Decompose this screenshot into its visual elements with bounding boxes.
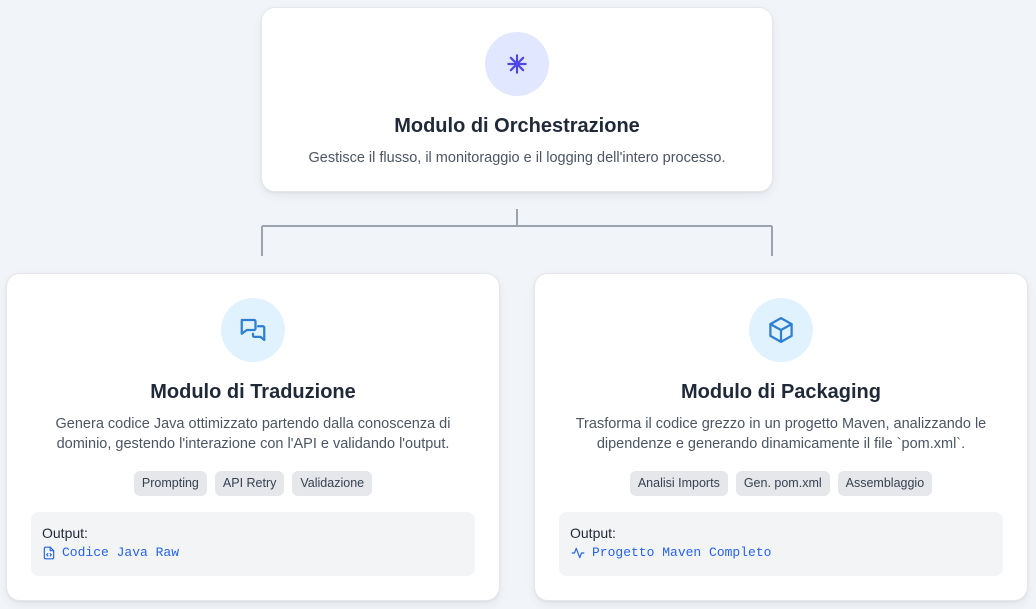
tag-analisi-imports: Analisi Imports — [629, 471, 728, 496]
translation-module-card: Modulo di Traduzione Genera codice Java … — [6, 273, 500, 601]
translation-tags: Prompting API Retry Validazione — [7, 471, 499, 496]
output-value-text: Codice Java Raw — [62, 545, 180, 560]
tag-api-retry: API Retry — [214, 471, 285, 496]
output-value-text: Progetto Maven Completo — [592, 545, 772, 560]
orchestration-asterisk-icon — [485, 32, 549, 96]
output-label: Output: — [42, 525, 88, 541]
file-code-icon — [43, 546, 55, 560]
orchestration-description: Gestisce il flusso, il monitoraggio e il… — [308, 150, 726, 166]
package-box-icon — [749, 298, 813, 362]
orchestration-title: Modulo di Orchestrazione — [394, 115, 640, 137]
packaging-tags: Analisi Imports Gen. pom.xml Assemblaggi… — [535, 471, 1027, 496]
packaging-description: Trasforma il codice grezzo in un progett… — [575, 416, 987, 452]
output-label: Output: — [570, 525, 616, 541]
orchestration-module-card: Modulo di Orchestrazione Gestisce il flu… — [261, 7, 773, 192]
translation-title: Modulo di Traduzione — [150, 381, 356, 403]
tag-prompting: Prompting — [133, 471, 207, 496]
tag-assemblaggio: Assemblaggio — [837, 471, 933, 496]
tag-validazione: Validazione — [292, 471, 373, 496]
packaging-output-box: Output: Progetto Maven Completo — [559, 512, 1003, 576]
packaging-output: Progetto Maven Completo — [570, 544, 992, 562]
translation-output-box: Output: Codice Java Raw — [31, 512, 475, 576]
tag-gen-pom: Gen. pom.xml — [735, 471, 830, 496]
packaging-title: Modulo di Packaging — [680, 381, 881, 403]
chat-bubbles-icon — [221, 298, 285, 362]
packaging-module-card: Modulo di Packaging Trasforma il codice … — [534, 273, 1028, 601]
translation-output: Codice Java Raw — [42, 544, 464, 562]
translation-description: Genera codice Java ottimizzato partendo … — [55, 416, 451, 452]
activity-pulse-icon — [571, 547, 585, 559]
